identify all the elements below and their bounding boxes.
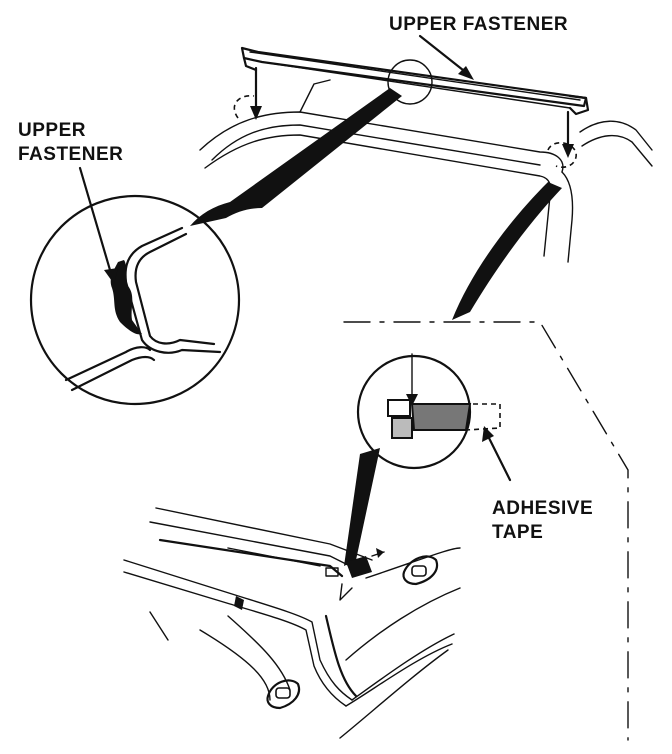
- mount-clip: [325, 567, 339, 577]
- label-adhesive-tape-line1: ADHESIVE: [492, 498, 593, 519]
- label-adhesive-tape-line2: TAPE: [492, 522, 543, 543]
- label-upper-fastener-left-line1: UPPER: [18, 120, 86, 141]
- label-upper-fastener-left-line2: FASTENER: [18, 144, 123, 165]
- left-magnifier-ribbon: [190, 88, 402, 226]
- top-label-leader: [418, 34, 474, 80]
- inset-frame: [343, 321, 629, 741]
- lower-ribbon: [452, 182, 562, 320]
- car-body-lower: [123, 507, 461, 739]
- tape-label-leader: [482, 426, 512, 482]
- label-upper-fastener-top: UPPER FASTENER: [389, 14, 568, 35]
- upper-fastener-strip: [240, 46, 590, 116]
- left-detail-magnifier: [29, 194, 241, 406]
- left-label-leader: [78, 166, 118, 284]
- strip-detail-circle: [387, 59, 433, 105]
- door-handle-upper: [402, 555, 439, 586]
- car-roof-outline: [199, 79, 653, 263]
- door-handle-lower: [266, 679, 301, 710]
- tape-detail-magnifier: [344, 353, 501, 566]
